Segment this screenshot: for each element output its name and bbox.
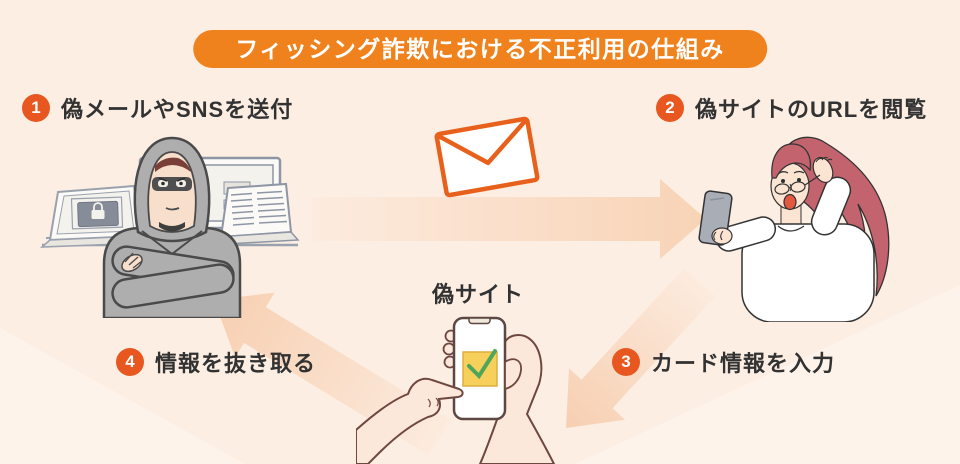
pointing-hand <box>356 377 464 464</box>
laptop-lock <box>39 184 148 248</box>
step-3-label: カード情報を入力 <box>651 351 836 376</box>
hacker-illustration <box>39 136 300 318</box>
fake-site-phone <box>452 316 507 421</box>
step-2: 2 偽サイトのURLを閲覧 <box>656 92 927 124</box>
background-accent <box>0 328 245 464</box>
step-1-label: 偽メールやSNSを送付 <box>61 97 294 122</box>
holding-hand <box>478 334 556 464</box>
step-4: 4 情報を抜き取る <box>116 346 316 378</box>
step-4-badge: 4 <box>116 348 144 376</box>
step-1-badge: 1 <box>22 94 50 122</box>
lock-icon <box>91 202 105 219</box>
hacker-person <box>102 136 242 318</box>
glasses <box>774 174 821 195</box>
step-2-label: 偽サイトのURLを閲覧 <box>695 97 928 122</box>
victim-face <box>770 143 821 211</box>
page-title: フィッシング詐欺における不正利用の仕組み <box>193 30 767 68</box>
background-accent <box>575 285 960 464</box>
check-icon <box>467 349 497 380</box>
phone-tap-illustration <box>356 316 556 464</box>
envelope-icon <box>434 116 540 198</box>
step-2-badge: 2 <box>656 94 684 122</box>
victim-illustration <box>698 136 890 322</box>
fake-site-label: 偽サイト <box>432 282 525 307</box>
victim-phone-hand <box>698 190 777 252</box>
step-3: 3 カード情報を入力 <box>612 346 835 378</box>
flow-arrow-enter-info <box>566 267 716 428</box>
step-4-label: 情報を抜き取る <box>155 351 317 376</box>
flow-arrow-send <box>312 179 706 259</box>
step-1: 1 偽メールやSNSを送付 <box>22 92 293 124</box>
step-3-badge: 3 <box>612 348 640 376</box>
